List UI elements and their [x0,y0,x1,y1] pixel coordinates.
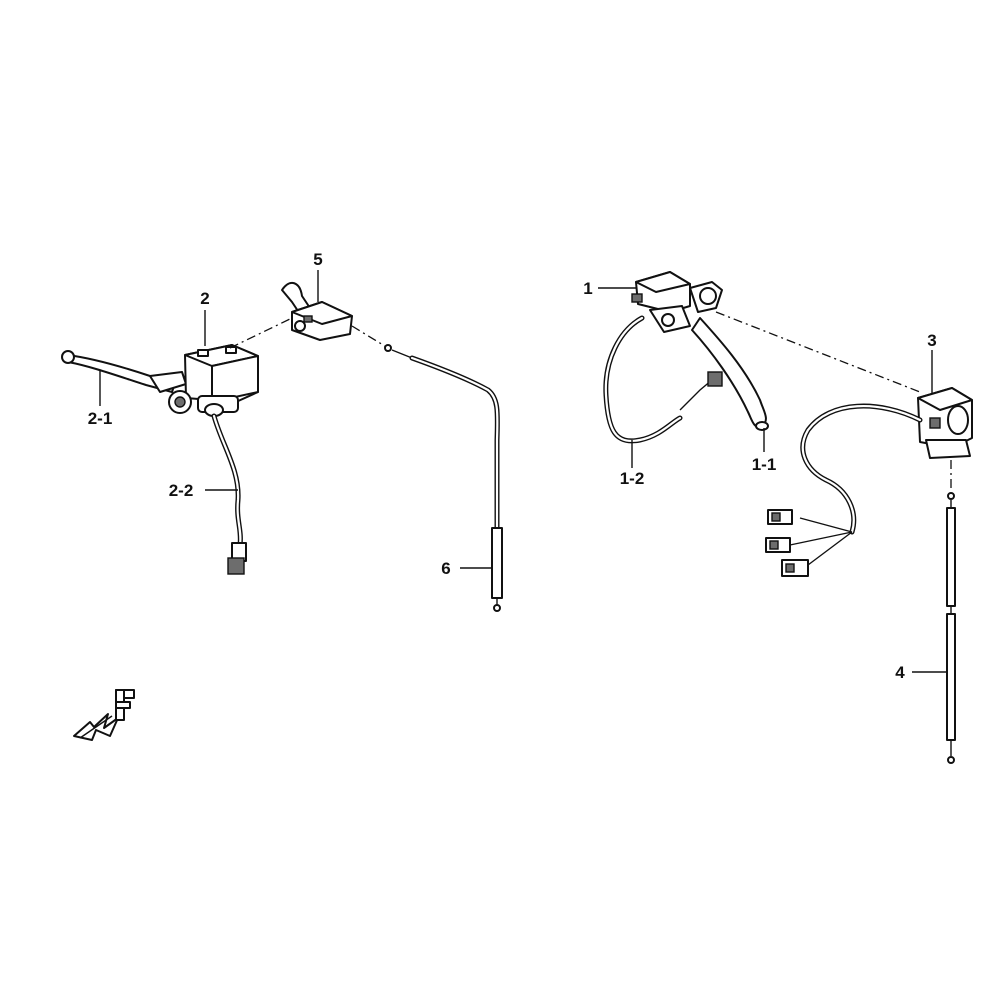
throttle-cable-4 [946,492,956,764]
assembly-line-2-to-5 [229,317,293,349]
callout-3: 3 [927,331,936,350]
brake-lever-left [61,350,187,393]
callout-5: 5 [313,250,322,269]
lever-housing-5 [281,281,353,341]
callout-6: 6 [441,559,450,578]
callout-2-2: 2-2 [169,481,194,500]
brake-lever-right [691,317,769,431]
callout-4: 4 [895,663,905,682]
callout-2-1: 2-1 [88,409,113,428]
cable-6 [384,344,503,612]
front-direction-arrow-icon: F [73,689,135,741]
callout-1: 1 [583,279,592,298]
callout-1-1: 1-1 [752,455,777,474]
callout-1-2: 1-2 [620,469,645,488]
brake-switch-wire-left [211,413,247,575]
brake-hose-1-2 [603,315,723,444]
assembly-line-1-to-3 [715,311,921,393]
switch-wire-harness [765,403,923,577]
front-brake-master-cylinder [61,344,259,575]
callout-2: 2 [200,289,209,308]
assembly-line-5-to-6 [351,325,389,349]
handlebar-switch-3 [917,387,973,459]
rear-brake-master-cylinder [603,271,769,444]
